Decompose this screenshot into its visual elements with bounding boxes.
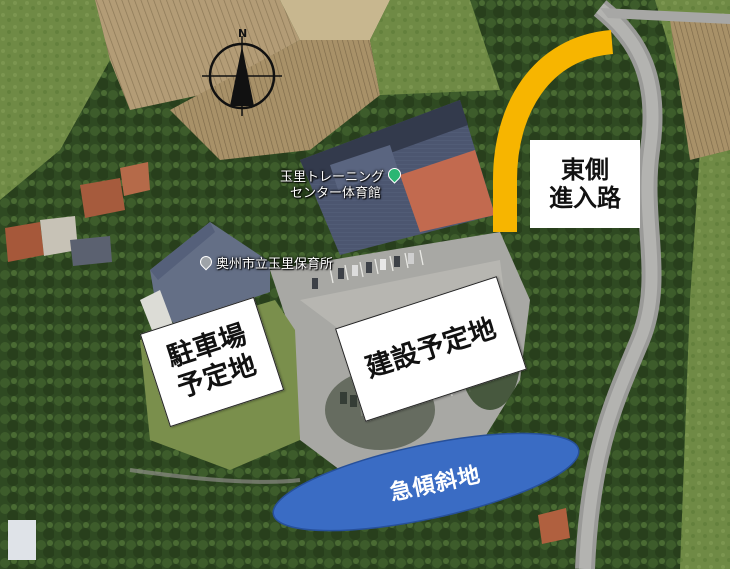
map-pin-icon [197,253,215,271]
gym-poi-line2: センター体育館 [290,186,382,202]
east-access-road-label: 東側 進入路 [530,140,640,228]
steep-slope-ellipse [272,432,580,532]
building-label-text: 建設予定地 [361,312,500,385]
gym-poi-line1: 玉里トレーニング [280,170,385,185]
east-road-line2: 進入路 [549,184,621,212]
east-road-arrow [493,30,614,232]
compass-icon [202,36,282,116]
map-pin-icon [385,165,404,184]
nursery-poi-text: 奥州市立玉里保育所 [216,257,334,272]
east-road-line1: 東側 [561,155,609,184]
compass-north-letter: N [238,27,248,40]
nursery-poi-label[interactable]: 奥州市立玉里保育所 [197,253,334,272]
gym-poi-label[interactable]: 玉里トレーニング センター体育館 [280,165,404,203]
